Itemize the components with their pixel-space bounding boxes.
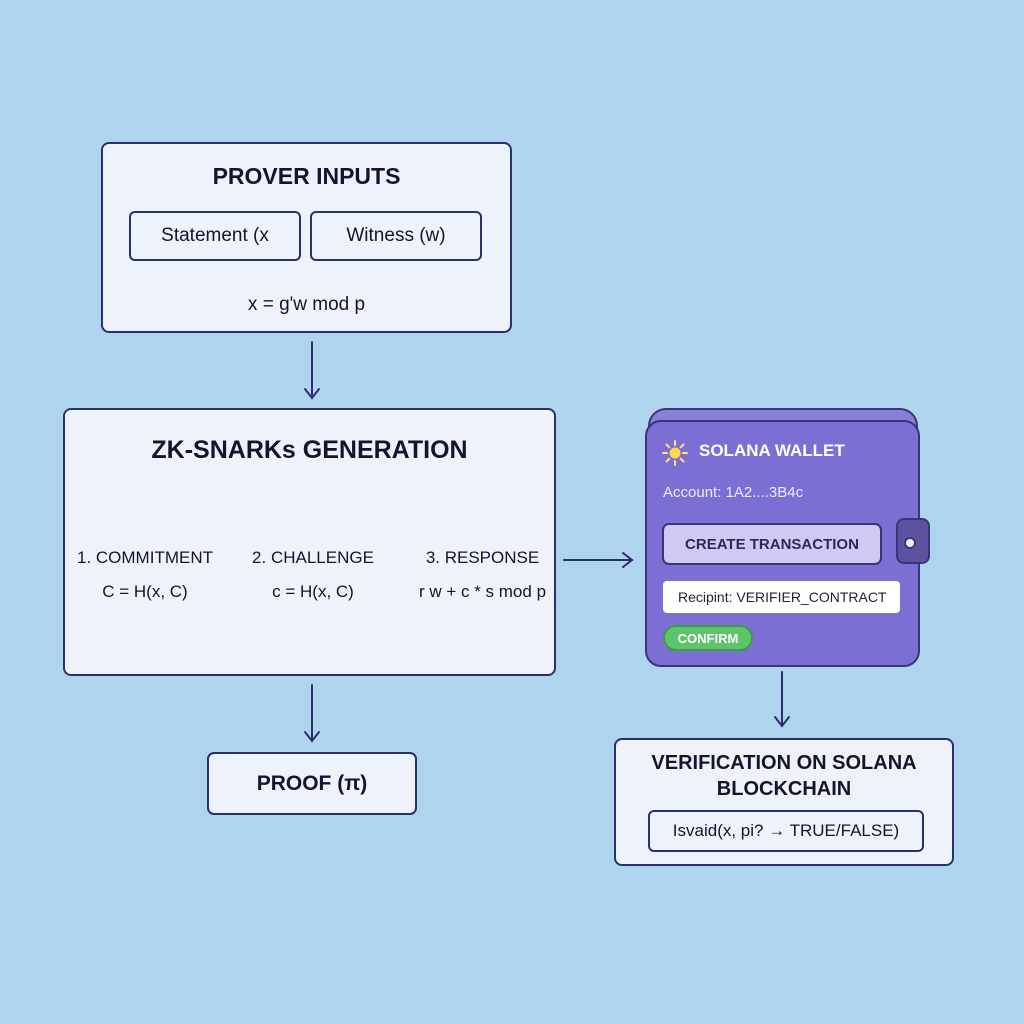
commitment-formula: C = H(x, C) [102,582,188,601]
confirm-button[interactable]: CONFIRM [663,625,753,651]
verification-formula: Isvaid(x, pi? → TRUE/FALSE) [648,810,924,852]
wallet-account: Account: 1A2....3B4c [663,484,804,501]
challenge-label: 2. CHALLENGE [252,548,374,567]
witness-field: Witness (w) [310,211,482,261]
response-formula: r w + c * s mod p [418,582,547,601]
prover-equation: x = g'w mod p [247,294,366,315]
create-transaction-button[interactable]: CREATE TRANSACTION [662,523,882,565]
proof-box: PROOF (π) [207,752,417,815]
step-challenge: 2. CHALLENGE c = H(x, C) [243,541,383,609]
prover-inputs-box: PROVER INPUTS Statement (x Witness (w) x… [101,142,512,333]
recipient-field[interactable]: Recipint: VERIFIER_CONTRACT [663,581,900,613]
arrow-wallet-to-verification [774,671,790,728]
step-response: 3. RESPONSE r w + c * s mod p [410,541,555,609]
commitment-label: 1. COMMITMENT [77,548,213,567]
verification-title-line1: VERIFICATION ON SOLANA [651,752,917,774]
wallet-clasp-button[interactable] [904,537,916,549]
arrow-generation-to-proof [304,684,320,743]
generation-title: ZK-SNARKs GENERATION [151,436,468,464]
zk-snarks-generation-box: ZK-SNARKs GENERATION [63,408,556,676]
arrow-generation-to-wallet [563,552,634,568]
sun-icon [662,440,688,466]
verification-box: VERIFICATION ON SOLANA BLOCKCHAIN Isvaid… [614,738,954,866]
step-commitment: 1. COMMITMENT C = H(x, C) [70,541,220,609]
challenge-formula: c = H(x, C) [272,582,354,601]
wallet-title: SOLANA WALLET [699,441,845,460]
prover-inputs-title: PROVER INPUTS [212,163,401,189]
statement-field: Statement (x [129,211,301,261]
response-label: 3. RESPONSE [425,548,540,567]
arrow-prover-to-generation [304,341,320,400]
verification-title-line2: BLOCKCHAIN [716,778,852,800]
